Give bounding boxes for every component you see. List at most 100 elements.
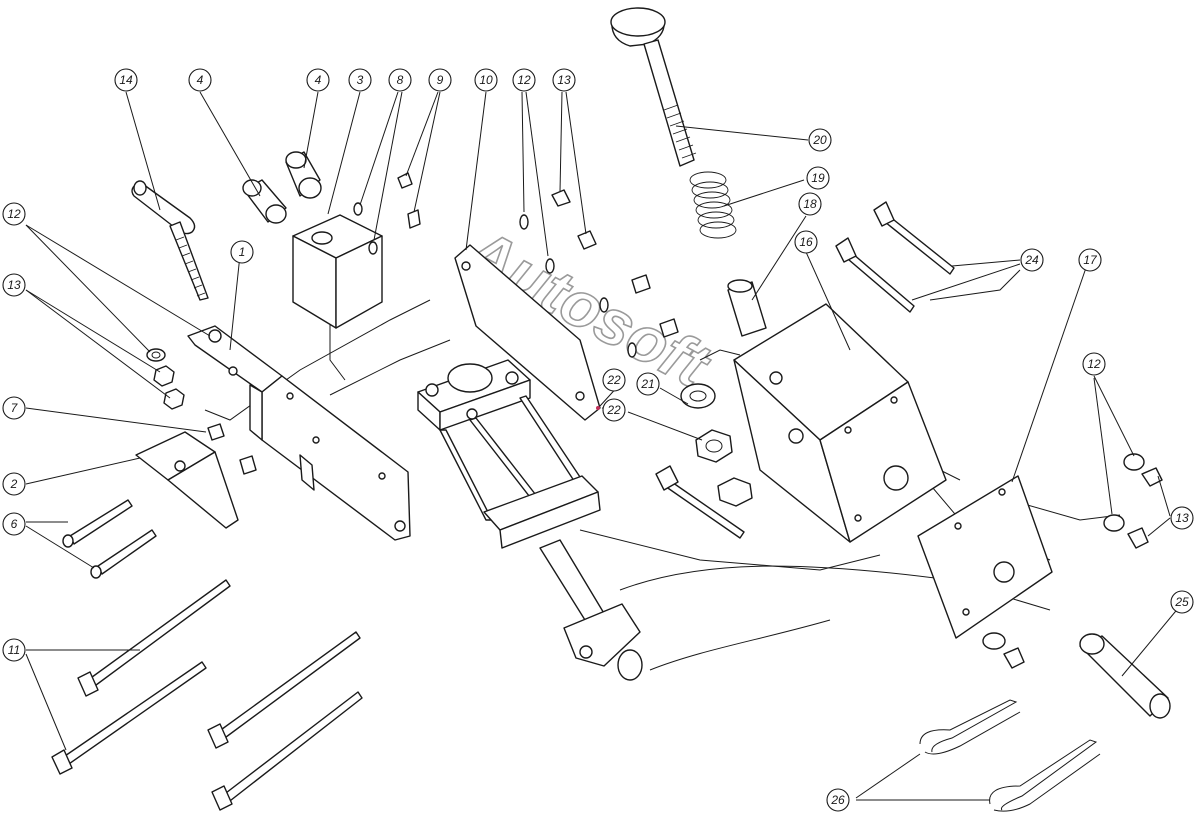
callout-number: 4 — [315, 73, 322, 87]
callout-c6: 6 — [2, 512, 26, 536]
callout-number: 1 — [239, 245, 246, 259]
callout-number: 18 — [803, 197, 817, 211]
callout-circle — [808, 128, 832, 152]
left-washer-nut-stack — [146, 348, 185, 410]
callout-c4a: 4 — [188, 68, 212, 92]
callout-circle — [2, 396, 26, 420]
callout-circle — [188, 68, 212, 92]
callout-circle — [1170, 506, 1194, 530]
callout-number: 3 — [357, 73, 364, 87]
callout-number: 22 — [606, 403, 621, 417]
callout-circle — [2, 638, 26, 662]
long-bolts-11 — [51, 579, 363, 811]
r-clips-26 — [919, 699, 1101, 812]
valve-block — [292, 214, 383, 329]
callout-number: 20 — [812, 133, 827, 147]
callout-circle — [114, 68, 138, 92]
bolt-22 — [655, 465, 745, 539]
callout-c16: 16 — [794, 230, 818, 254]
callout-c10: 10 — [474, 68, 498, 92]
callout-number: 7 — [11, 401, 19, 415]
callout-c9: 9 — [428, 68, 452, 92]
callout-c22a: 22 — [602, 368, 626, 392]
callout-c1: 1 — [230, 240, 254, 264]
callout-c12c: 12 — [2, 202, 26, 226]
callout-c25: 25 — [1170, 590, 1194, 614]
callout-circle — [388, 68, 412, 92]
callout-number: 2 — [10, 477, 18, 491]
callout-circle — [2, 512, 26, 536]
callout-circle — [2, 273, 26, 297]
callout-c8: 8 — [388, 68, 412, 92]
right-washers-nuts — [982, 453, 1163, 669]
callout-c3: 3 — [348, 68, 372, 92]
callout-number: 4 — [197, 73, 204, 87]
callout-circle — [602, 398, 626, 422]
pneumatic-cylinder — [417, 359, 643, 681]
callout-circle — [512, 68, 536, 92]
bushing-18 — [727, 279, 767, 337]
callout-circle — [230, 240, 254, 264]
callout-circle — [1020, 248, 1044, 272]
callout-circle — [1078, 248, 1102, 272]
callout-c13a: 13 — [552, 68, 576, 92]
t-handle-screw — [131, 180, 209, 301]
callout-circle — [2, 472, 26, 496]
callout-circle — [794, 230, 818, 254]
callout-number: 26 — [830, 793, 845, 807]
support-bracket-16 — [733, 303, 947, 543]
callout-c12a: 12 — [512, 68, 536, 92]
callout-number: 14 — [119, 73, 133, 87]
callout-number: 13 — [1175, 511, 1189, 525]
callout-c19: 19 — [806, 166, 830, 190]
main-bracket — [187, 325, 411, 541]
callout-circle — [1082, 352, 1106, 376]
callout-circle — [306, 68, 330, 92]
callout-c13c: 13 — [2, 273, 26, 297]
callout-circle — [474, 68, 498, 92]
callout-c13b: 13 — [1170, 506, 1194, 530]
callout-number: 16 — [799, 235, 813, 249]
callout-c12b: 12 — [1082, 352, 1106, 376]
callout-number: 13 — [557, 73, 571, 87]
callout-circle — [2, 202, 26, 226]
callout-number: 12 — [517, 73, 531, 87]
callout-circle — [826, 788, 850, 812]
small-fasteners-8-9 — [353, 172, 421, 255]
angle-bracket-2 — [135, 431, 239, 529]
callout-number: 13 — [7, 278, 21, 292]
callout-number: 25 — [1174, 595, 1189, 609]
callout-circle — [348, 68, 372, 92]
callout-circle — [552, 68, 576, 92]
plate-17 — [917, 475, 1053, 639]
fitting-right — [285, 151, 322, 199]
callout-number: 19 — [811, 171, 825, 185]
callout-number: 12 — [7, 207, 21, 221]
callout-number: 11 — [8, 643, 20, 657]
callout-number: 10 — [479, 73, 493, 87]
callout-c11: 11 — [2, 638, 26, 662]
callout-c18: 18 — [798, 192, 822, 216]
nut-22-upper — [695, 429, 733, 463]
callout-circle — [636, 372, 660, 396]
callout-c22b: 22 — [602, 398, 626, 422]
callout-number: 24 — [1024, 253, 1039, 267]
callout-c21: 21 — [636, 372, 660, 396]
callout-c17: 17 — [1078, 248, 1102, 272]
callout-circle — [798, 192, 822, 216]
callout-number: 17 — [1083, 253, 1098, 267]
callout-number: 22 — [606, 373, 621, 387]
callout-c7: 7 — [2, 396, 26, 420]
callout-c26: 26 — [826, 788, 850, 812]
marker-dot — [596, 406, 600, 410]
washer-21 — [680, 383, 716, 409]
callout-c20: 20 — [808, 128, 832, 152]
callout-number: 21 — [640, 377, 654, 391]
callout-circle — [428, 68, 452, 92]
fitting-left — [242, 179, 287, 224]
callout-c2: 2 — [2, 472, 26, 496]
callout-c4b: 4 — [306, 68, 330, 92]
bolts-24 — [835, 201, 955, 313]
pin-25 — [1079, 633, 1171, 719]
callout-number: 8 — [397, 73, 404, 87]
